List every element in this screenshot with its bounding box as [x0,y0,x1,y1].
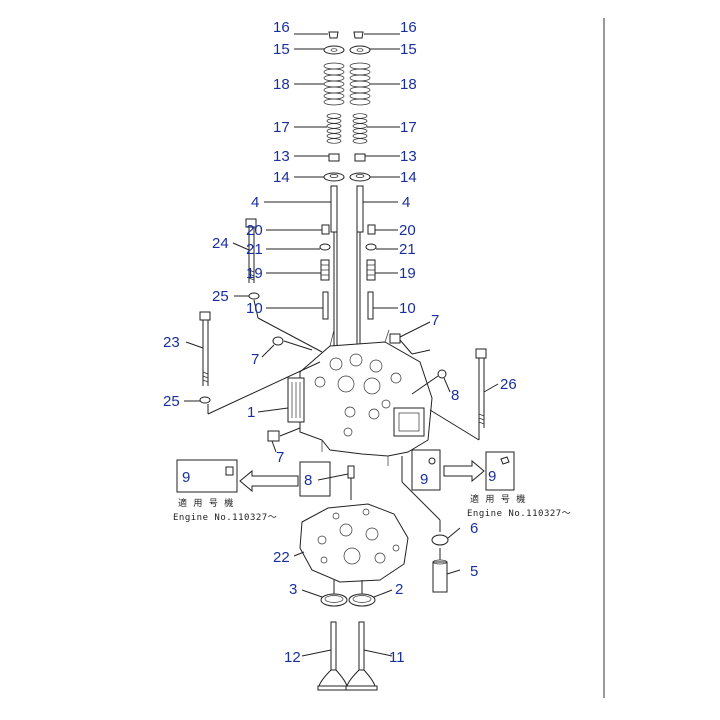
label-9-center: 9 [420,471,428,488]
label-13-right: 13 [400,148,417,165]
label-14-right: 14 [400,169,417,186]
plug-8-lower [347,465,355,479]
variant-right [411,449,515,491]
label-20-left: 20 [246,222,263,239]
label-10-left: 10 [246,300,263,317]
label-20-right: 20 [399,222,416,239]
label-21-right: 21 [399,241,416,258]
label-8-upper: 8 [451,387,459,404]
seat-insert-3 [320,593,348,607]
label-25-lower: 25 [163,393,180,410]
label-19-left: 19 [246,265,263,282]
plug-7-upper-left [272,336,284,346]
o-ring-6 [431,534,449,546]
tube-5 [432,559,448,593]
label-24: 24 [212,235,229,252]
label-8-lower: 8 [304,472,312,489]
label-23: 23 [163,334,180,351]
label-4-right: 4 [402,194,410,211]
label-18-left: 18 [273,76,290,93]
bolt-23 [199,311,211,386]
valve-12 [317,621,350,691]
label-15-left: 15 [273,41,290,58]
applicability-notes: 適 用 号 機 Engine No.110327～ 適 用 号 機 Engine… [173,493,571,523]
plug-7-lower [267,430,280,442]
label-14-left: 14 [273,169,290,186]
label-11: 11 [389,649,405,666]
bolt-26 [475,348,487,428]
label-2: 2 [395,581,403,598]
head-gasket-22 [299,503,409,583]
label-16-right: 16 [400,19,417,36]
label-19-right: 19 [399,265,416,282]
connector-lines [207,299,480,560]
label-26: 26 [500,376,517,393]
label-22: 22 [273,549,290,566]
label-3: 3 [289,581,297,598]
label-7-upper-right: 7 [431,312,439,329]
label-18-right: 18 [400,76,417,93]
label-7-upper-left: 7 [251,351,259,368]
washer-25-lower [199,396,211,404]
label-1: 1 [247,404,255,421]
note-right-applicable: 適 用 号 機 [470,493,526,505]
label-9-left: 9 [182,469,190,486]
label-9-right: 9 [488,468,496,485]
label-13-left: 13 [273,148,290,165]
cylinder-head [287,329,433,466]
label-17-left: 17 [273,119,290,136]
label-leaders [184,33,499,657]
label-12: 12 [284,649,301,666]
label-5: 5 [470,563,478,580]
label-17-right: 17 [400,119,417,136]
label-25-upper: 25 [212,288,229,305]
label-16-left: 16 [273,19,290,36]
callout-labels: 16 16 15 15 18 18 17 17 13 13 14 14 4 4 … [163,19,517,666]
valve-11 [345,621,378,691]
washer-25-upper [248,292,260,300]
variant-left [176,459,331,497]
seat-insert-2 [348,593,376,607]
label-21-left: 21 [246,241,263,258]
plug-8-upper [437,369,447,379]
label-4-left: 4 [251,194,259,211]
bolt-24 [245,218,257,283]
label-10-right: 10 [399,300,416,317]
label-6: 6 [470,520,478,537]
note-left-engine: Engine No.110327～ [173,513,277,523]
label-7-lower: 7 [276,449,284,466]
note-right-engine: Engine No.110327～ [467,509,571,519]
note-left-applicable: 適 用 号 機 [178,497,234,509]
label-15-right: 15 [400,41,417,58]
plug-7-upper-right [389,333,401,344]
